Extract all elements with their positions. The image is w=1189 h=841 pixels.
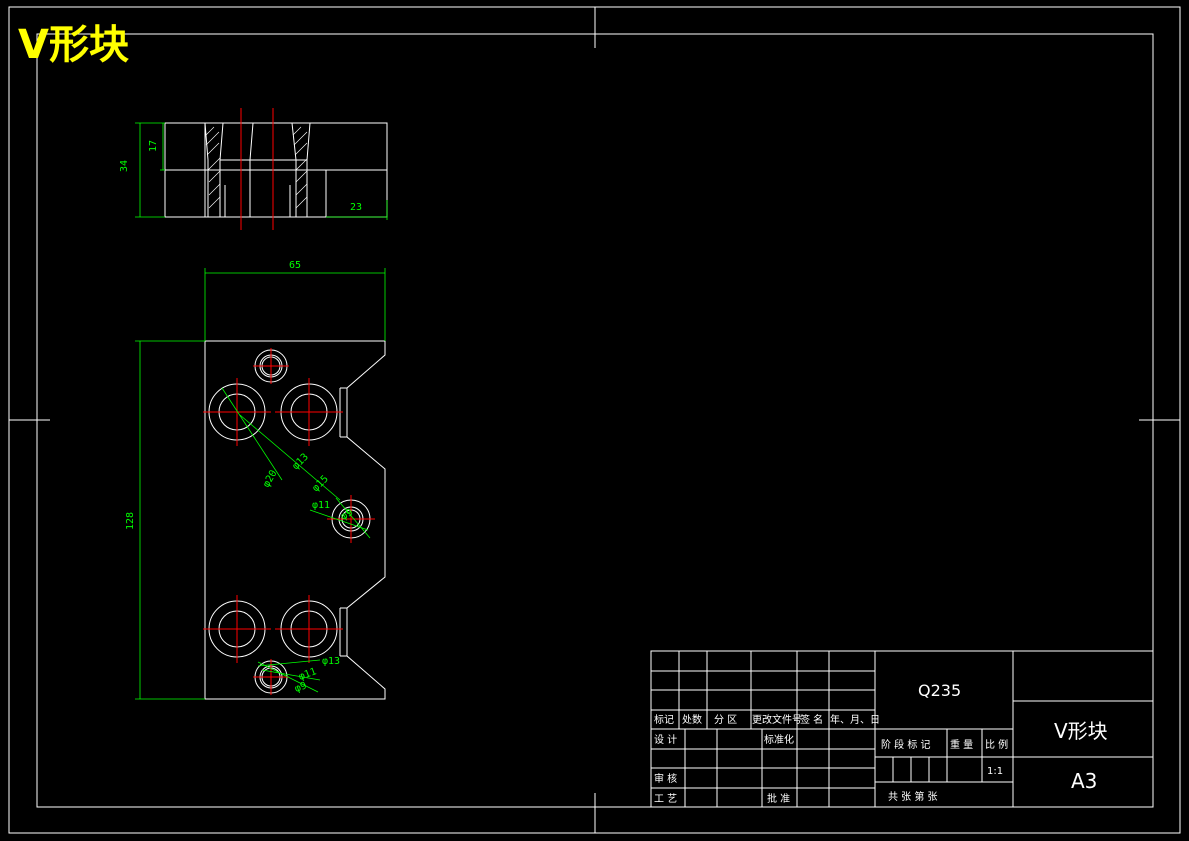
top-view	[164, 122, 388, 218]
tb-header-count: 处数	[682, 713, 702, 726]
dim-height: 128	[125, 512, 136, 530]
tb-header-sign: 签 名	[800, 713, 823, 726]
tb-part-name: V形块	[1054, 719, 1108, 743]
top-view-hatch	[205, 126, 308, 209]
dim-total-height-top: 34	[119, 160, 130, 172]
drawing-title: V形块	[18, 22, 129, 68]
dim-width: 65	[289, 260, 301, 271]
tb-row-design: 设 计	[654, 733, 677, 746]
tb-sheet-size: A3	[1071, 769, 1097, 793]
front-view-centerlines	[203, 348, 375, 695]
tb-material: Q235	[918, 681, 961, 700]
dim-upper-height-top: 17	[148, 140, 159, 152]
front-view-dimensions	[135, 268, 386, 700]
dim-right-step: 23	[350, 202, 362, 213]
dim-dia-13a: φ13	[290, 452, 311, 473]
tb-header-doc-no: 更改文件号	[752, 713, 802, 726]
dim-dia-9a: φ9	[339, 507, 355, 523]
tb-row-standard: 标准化	[764, 733, 794, 746]
title-block-text: 标记 处数 分 区 更改文件号 签 名 年、月、日 设 计 标准化 审 核 工 …	[654, 681, 1108, 805]
outer-sheet-border	[8, 6, 1181, 834]
tb-header-date: 年、月、日	[830, 713, 880, 726]
tb-row-approve: 批 准	[767, 792, 790, 805]
dim-dia-11b: φ11	[297, 666, 318, 683]
tb-weight: 重 量	[950, 738, 973, 751]
tb-row-check: 审 核	[654, 772, 677, 785]
tb-ratio: 比 例	[985, 738, 1008, 751]
dim-dia-15: φ15	[310, 474, 331, 495]
inner-frame-border	[36, 33, 1154, 808]
tb-sheets: 共 张 第 张	[888, 790, 938, 803]
title-block	[650, 650, 1154, 808]
dim-dia-11: φ11	[312, 500, 330, 511]
tb-header-zone: 分 区	[714, 714, 737, 726]
top-view-dimensions	[135, 122, 388, 220]
tb-header-mark: 标记	[654, 714, 674, 726]
dim-dia-13b: φ13	[322, 656, 340, 667]
tb-row-process: 工 艺	[654, 793, 677, 805]
tb-stage-mark: 阶 段 标 记	[881, 738, 931, 751]
dim-dia-9b: φ9	[293, 680, 308, 694]
tb-scale: 1:1	[987, 766, 1003, 777]
top-view-centerlines	[240, 108, 274, 230]
